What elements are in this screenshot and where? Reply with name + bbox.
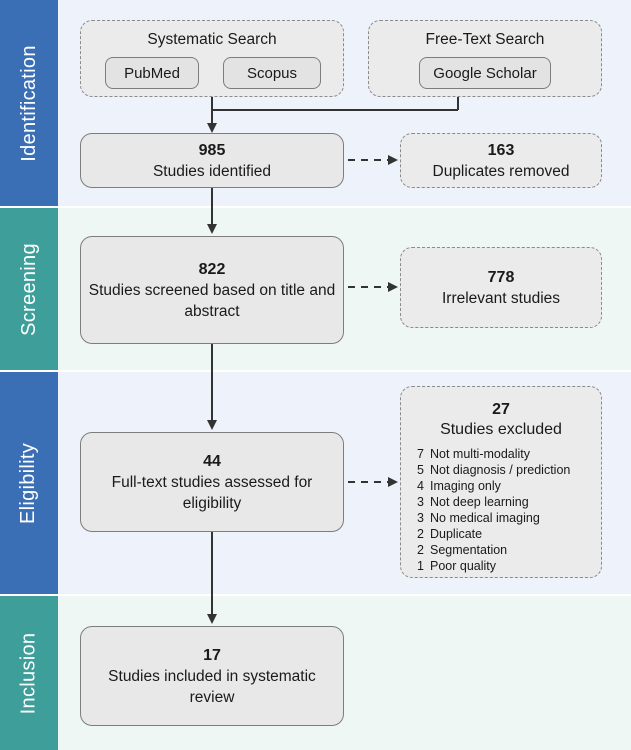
scopus-source: Scopus [223, 57, 321, 89]
exclusion-reason-label: Imaging only [430, 479, 501, 493]
exclusion-reason-label: Not deep learning [430, 495, 529, 509]
exclusion-reason-label: Duplicate [430, 527, 483, 541]
studies-included-count: 17 [203, 646, 221, 664]
phase-label-inclusion: Inclusion [0, 596, 58, 750]
exclusion-reason: 1 Poor quality [417, 558, 570, 574]
systematic-search-title: Systematic Search [147, 31, 277, 48]
irrelevant-studies-count: 778 [487, 268, 515, 286]
exclusion-reason-count: 3 [417, 511, 424, 525]
studies-screened-box: 822 Studies screened based on title and … [80, 236, 344, 344]
exclusion-reason: 2 Duplicate [417, 526, 570, 542]
exclusion-reason-label: Not multi-modality [430, 447, 531, 461]
exclusion-reason-count: 1 [417, 559, 424, 573]
exclusion-reason: 4 Imaging only [417, 478, 570, 494]
exclusion-reason-label: Segmentation [430, 543, 508, 557]
studies-screened-count: 822 [198, 260, 226, 278]
studies-screened-label: Studies screened based on title and abst… [88, 281, 336, 320]
exclusion-reason-count: 3 [417, 495, 424, 509]
exclusion-reason: 5 Not diagnosis / prediction [417, 462, 570, 478]
full-text-assessed-count: 44 [203, 452, 221, 470]
duplicates-removed-count: 163 [487, 141, 515, 159]
exclusion-reason: 3 Not deep learning [417, 494, 570, 510]
exclusion-reason-count: 2 [417, 543, 424, 557]
phase-label-screening: Screening [0, 208, 58, 370]
studies-identified-count: 985 [198, 141, 226, 159]
phase-label-identification: Identification [0, 0, 58, 206]
systematic-search-group: Systematic Search PubMed Scopus [80, 20, 344, 97]
studies-excluded-label: Studies excluded [440, 421, 562, 438]
exclusion-reasons-list: 7 Not multi-modality 5 Not diagnosis / pred… [417, 446, 570, 574]
exclusion-reason-label: Poor quality [430, 559, 497, 573]
exclusion-reason-label: Not diagnosis / prediction [430, 463, 571, 477]
studies-excluded-count: 27 [492, 401, 510, 418]
exclusion-reason-label: No medical imaging [430, 511, 540, 525]
google-scholar-source: Google Scholar [419, 57, 551, 89]
exclusion-reason: 3 No medical imaging [417, 510, 570, 526]
duplicates-removed-label: Duplicates removed [432, 162, 570, 180]
search-connector [207, 97, 459, 133]
full-text-assessed-box: 44 Full-text studies assessed for eligib… [80, 432, 344, 532]
free-text-search-title: Free-Text Search [425, 31, 545, 48]
irrelevant-studies-label: Irrelevant studies [441, 289, 561, 307]
studies-identified-box: 985 Studies identified [80, 133, 344, 188]
free-text-search-group: Free-Text Search Google Scholar [368, 20, 602, 97]
exclusion-reason-count: 7 [417, 447, 424, 461]
exclusion-reason-count: 5 [417, 463, 424, 477]
studies-included-label: Studies included in systematic review [108, 667, 316, 706]
exclusion-reason: 2 Segmentation [417, 542, 570, 558]
duplicates-removed-box: 163 Duplicates removed [400, 133, 602, 188]
pubmed-source: PubMed [105, 57, 199, 89]
phase-label-eligibility: Eligibility [0, 372, 58, 594]
irrelevant-studies-box: 778 Irrelevant studies [400, 247, 602, 328]
exclusion-reason: 7 Not multi-modality [417, 446, 570, 462]
studies-included-box: 17 Studies included in systematic review [80, 626, 344, 726]
exclusion-reason-count: 4 [417, 479, 424, 493]
studies-identified-label: Studies identified [152, 162, 272, 180]
exclusion-reason-count: 2 [417, 527, 424, 541]
full-text-assessed-label: Full-text studies assessed for eligibili… [111, 473, 313, 512]
